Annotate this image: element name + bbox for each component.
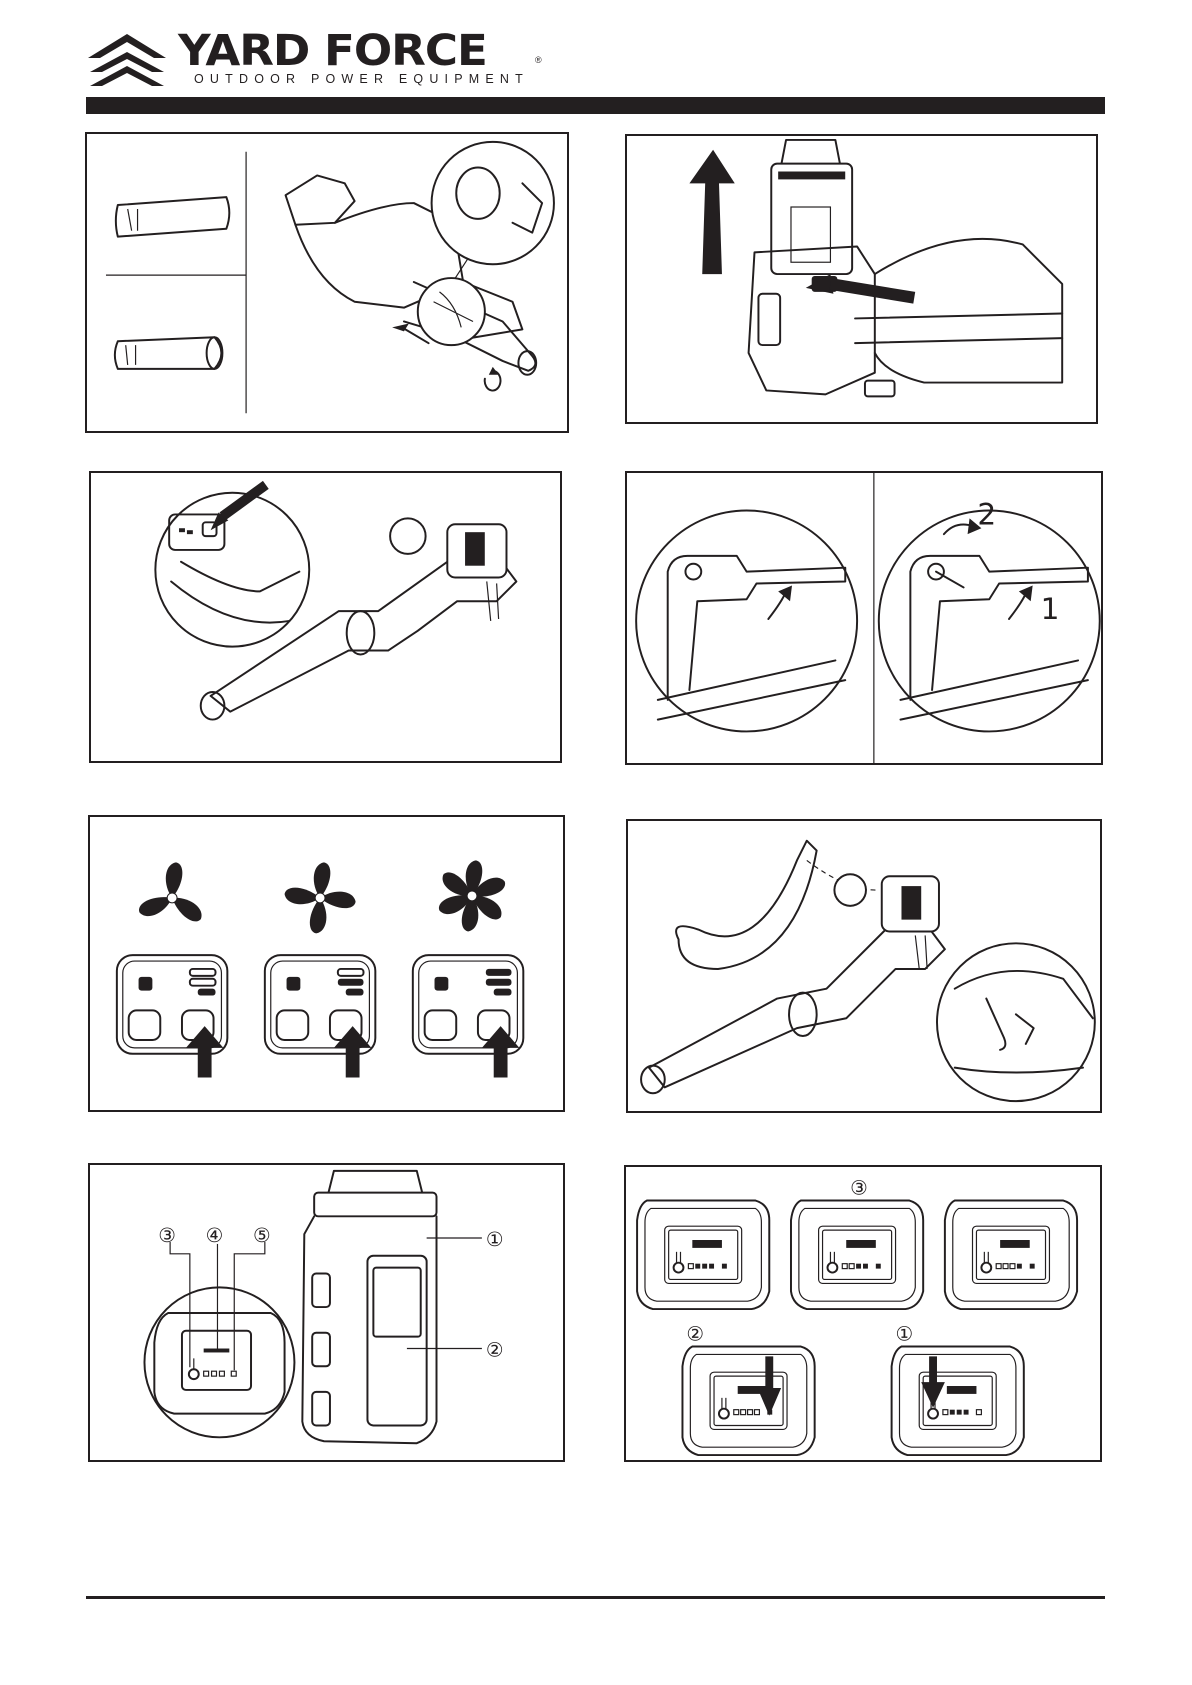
yard-force-logo-icon bbox=[88, 34, 166, 86]
power-button-illustration bbox=[154, 480, 518, 721]
press-arrow-icon bbox=[757, 1356, 782, 1416]
speed-settings-illustration bbox=[115, 860, 525, 1078]
control-panel-low bbox=[115, 954, 229, 1078]
figure-speed-settings bbox=[88, 815, 565, 1112]
callout-1: ① bbox=[896, 1323, 914, 1346]
nozzle-assembly-illustration bbox=[105, 140, 555, 414]
indicator-display-low bbox=[943, 1199, 1079, 1311]
step-label-2: 2 bbox=[977, 497, 996, 531]
control-panel-medium bbox=[263, 954, 377, 1078]
battery-parts-illustration: ③ ④ ⑤ ① ② bbox=[143, 1169, 504, 1445]
indicator-display-full bbox=[636, 1199, 771, 1311]
figure-battery-removal bbox=[625, 134, 1098, 424]
brand-tagline: OUTDOOR POWER EQUIPMENT bbox=[194, 72, 529, 86]
callout-2: ② bbox=[486, 1338, 504, 1361]
shoulder-strap-illustration bbox=[640, 839, 1096, 1103]
battery-indicator-illustration: ③ ② ① bbox=[636, 1177, 1079, 1457]
fan-medium-icon bbox=[284, 862, 356, 934]
figure-handle-lock: 1 2 bbox=[625, 471, 1103, 765]
callout-1: ① bbox=[486, 1228, 504, 1251]
header-bar bbox=[86, 97, 1105, 114]
indicator-display-medium bbox=[789, 1199, 925, 1311]
indicator-display-button-1 bbox=[890, 1345, 1025, 1457]
fan-high-icon bbox=[436, 860, 508, 932]
registered-mark: ® bbox=[535, 55, 542, 65]
brand-name: YARD FORCE bbox=[178, 26, 488, 76]
callout-4: ④ bbox=[206, 1224, 224, 1247]
figure-power-button bbox=[89, 471, 562, 763]
indicator-display-button-2 bbox=[681, 1345, 816, 1457]
fan-low-icon bbox=[136, 862, 207, 925]
step-label-1: 1 bbox=[1041, 592, 1060, 626]
figure-nozzle-assembly bbox=[85, 132, 569, 433]
battery-removal-illustration bbox=[689, 138, 1064, 398]
callout-3: ③ bbox=[158, 1224, 176, 1247]
figure-battery-parts: ③ ④ ⑤ ① ② bbox=[88, 1163, 565, 1462]
callout-5: ⑤ bbox=[253, 1224, 271, 1247]
callout-3: ③ bbox=[850, 1177, 868, 1200]
figure-battery-indicator: ③ ② ① bbox=[624, 1165, 1102, 1462]
press-arrow-icon bbox=[921, 1356, 945, 1408]
control-panel-high bbox=[411, 954, 525, 1078]
footer-rule bbox=[86, 1596, 1105, 1599]
callout-2: ② bbox=[686, 1323, 704, 1346]
figure-shoulder-strap bbox=[626, 819, 1102, 1113]
handle-lock-illustration: 1 2 bbox=[635, 473, 1101, 763]
